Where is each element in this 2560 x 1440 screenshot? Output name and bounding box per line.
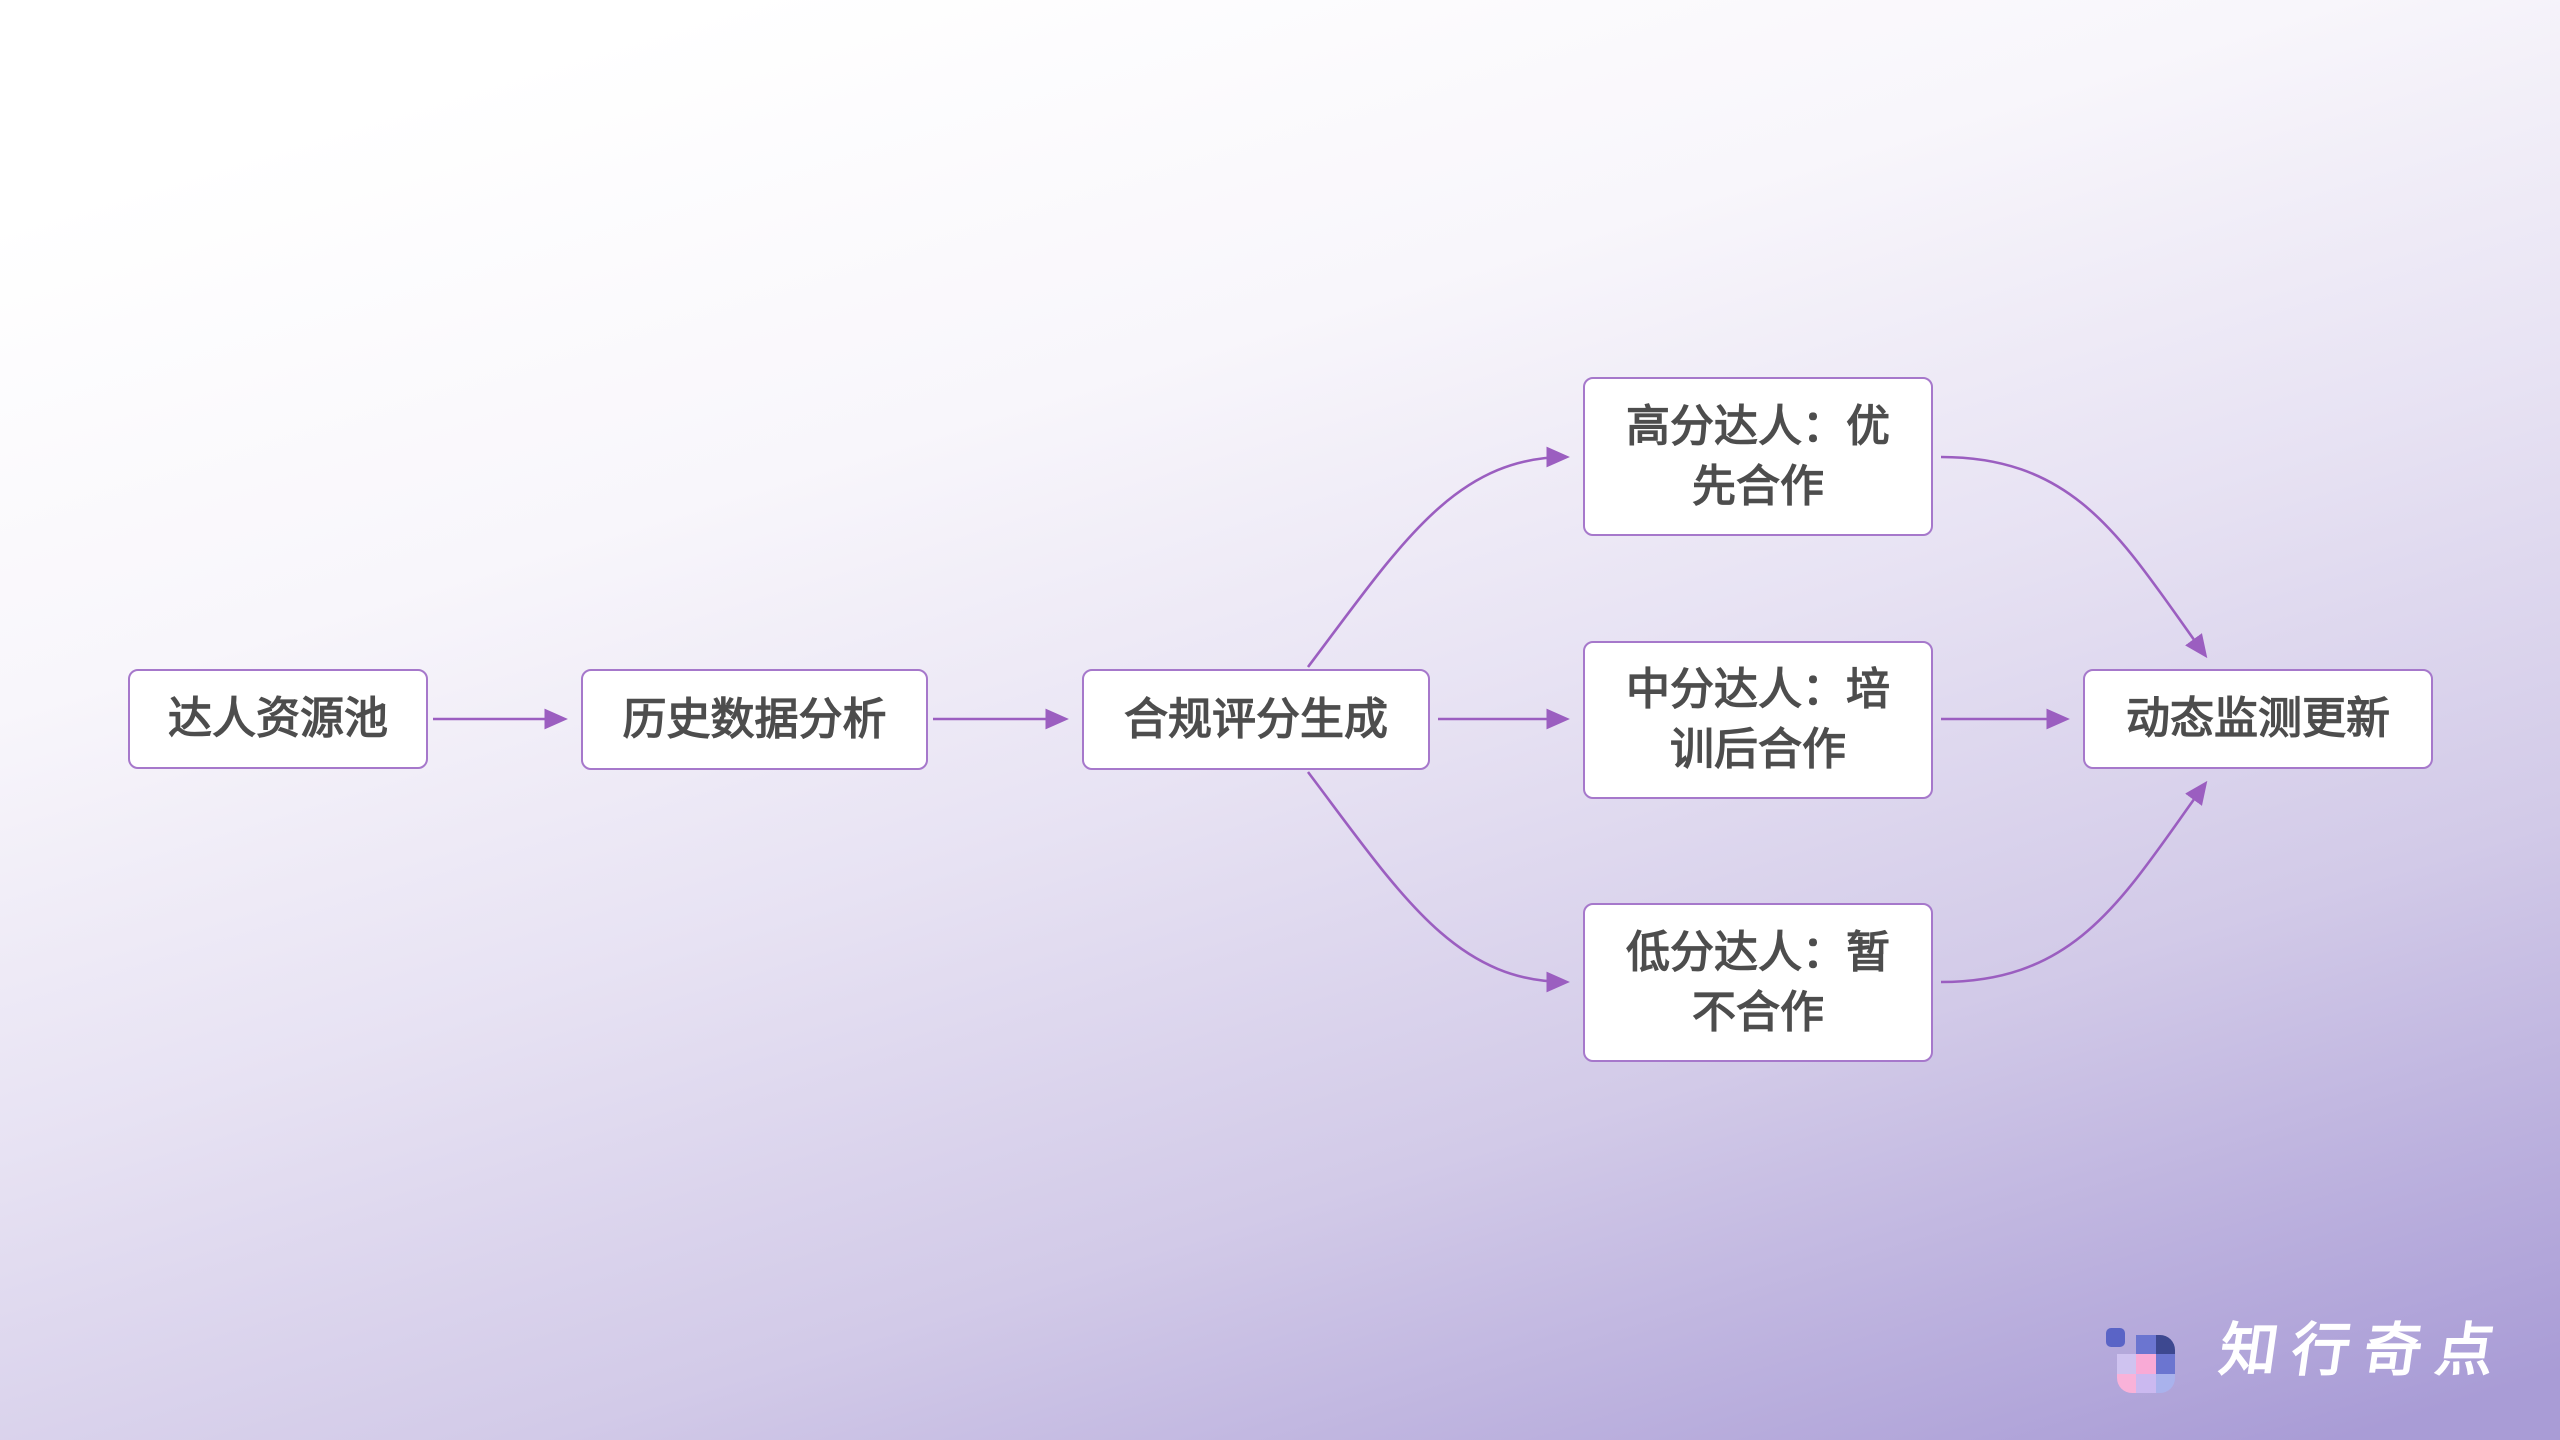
flow-node-talent-pool[interactable]: 达人资源池 [128, 669, 428, 769]
node-label: 动态监测更新 [2126, 694, 2390, 743]
node-label: 历史数据分析 [622, 694, 887, 744]
logo-cell [2136, 1335, 2156, 1355]
flow-node-score-generation[interactable]: 合规评分生成 [1082, 669, 1430, 770]
node-label-line2: 先合作 [1692, 461, 1824, 511]
logo-cell [2136, 1373, 2156, 1393]
node-label: 达人资源池 [168, 694, 388, 743]
connector-low-to-monitor [1940, 780, 2208, 984]
logo-cell [2117, 1354, 2137, 1374]
flow-node-mid-score-talent[interactable]: 中分达人：培 训后合作 [1583, 641, 1933, 799]
node-label: 合规评分生成 [1124, 694, 1388, 744]
logo-cell [2117, 1373, 2137, 1393]
logo-floater-square [2106, 1328, 2125, 1347]
logo-cell [2155, 1373, 2175, 1393]
brand-logo-icon [2106, 1328, 2175, 1393]
brand-logo: 知行奇点 [2106, 1318, 2513, 1393]
logo-cell [2155, 1354, 2175, 1374]
flow-node-high-score-talent[interactable]: 高分达人：优 先合作 [1583, 377, 1933, 536]
node-label-line1: 中分达人：培 [1626, 665, 1890, 714]
brand-logo-text: 知行奇点 [2215, 1318, 2513, 1383]
node-label-line1: 高分达人：优 [1626, 401, 1890, 451]
node-label-line1: 低分达人：暂 [1626, 927, 1890, 977]
logo-cell [2155, 1335, 2175, 1355]
flow-node-dynamic-monitoring[interactable]: 动态监测更新 [2083, 669, 2433, 769]
node-label-line2: 训后合作 [1670, 725, 1846, 774]
node-label-line2: 不合作 [1692, 987, 1824, 1037]
connector-score-to-high [1306, 446, 1570, 668]
logo-cell [2136, 1354, 2156, 1374]
logo-grid [2117, 1335, 2175, 1393]
connector-high-to-monitor [1940, 455, 2208, 659]
flow-node-history-analysis[interactable]: 历史数据分析 [581, 669, 928, 770]
flow-node-low-score-talent[interactable]: 低分达人：暂 不合作 [1583, 903, 1933, 1062]
connector-score-to-low [1306, 771, 1570, 993]
